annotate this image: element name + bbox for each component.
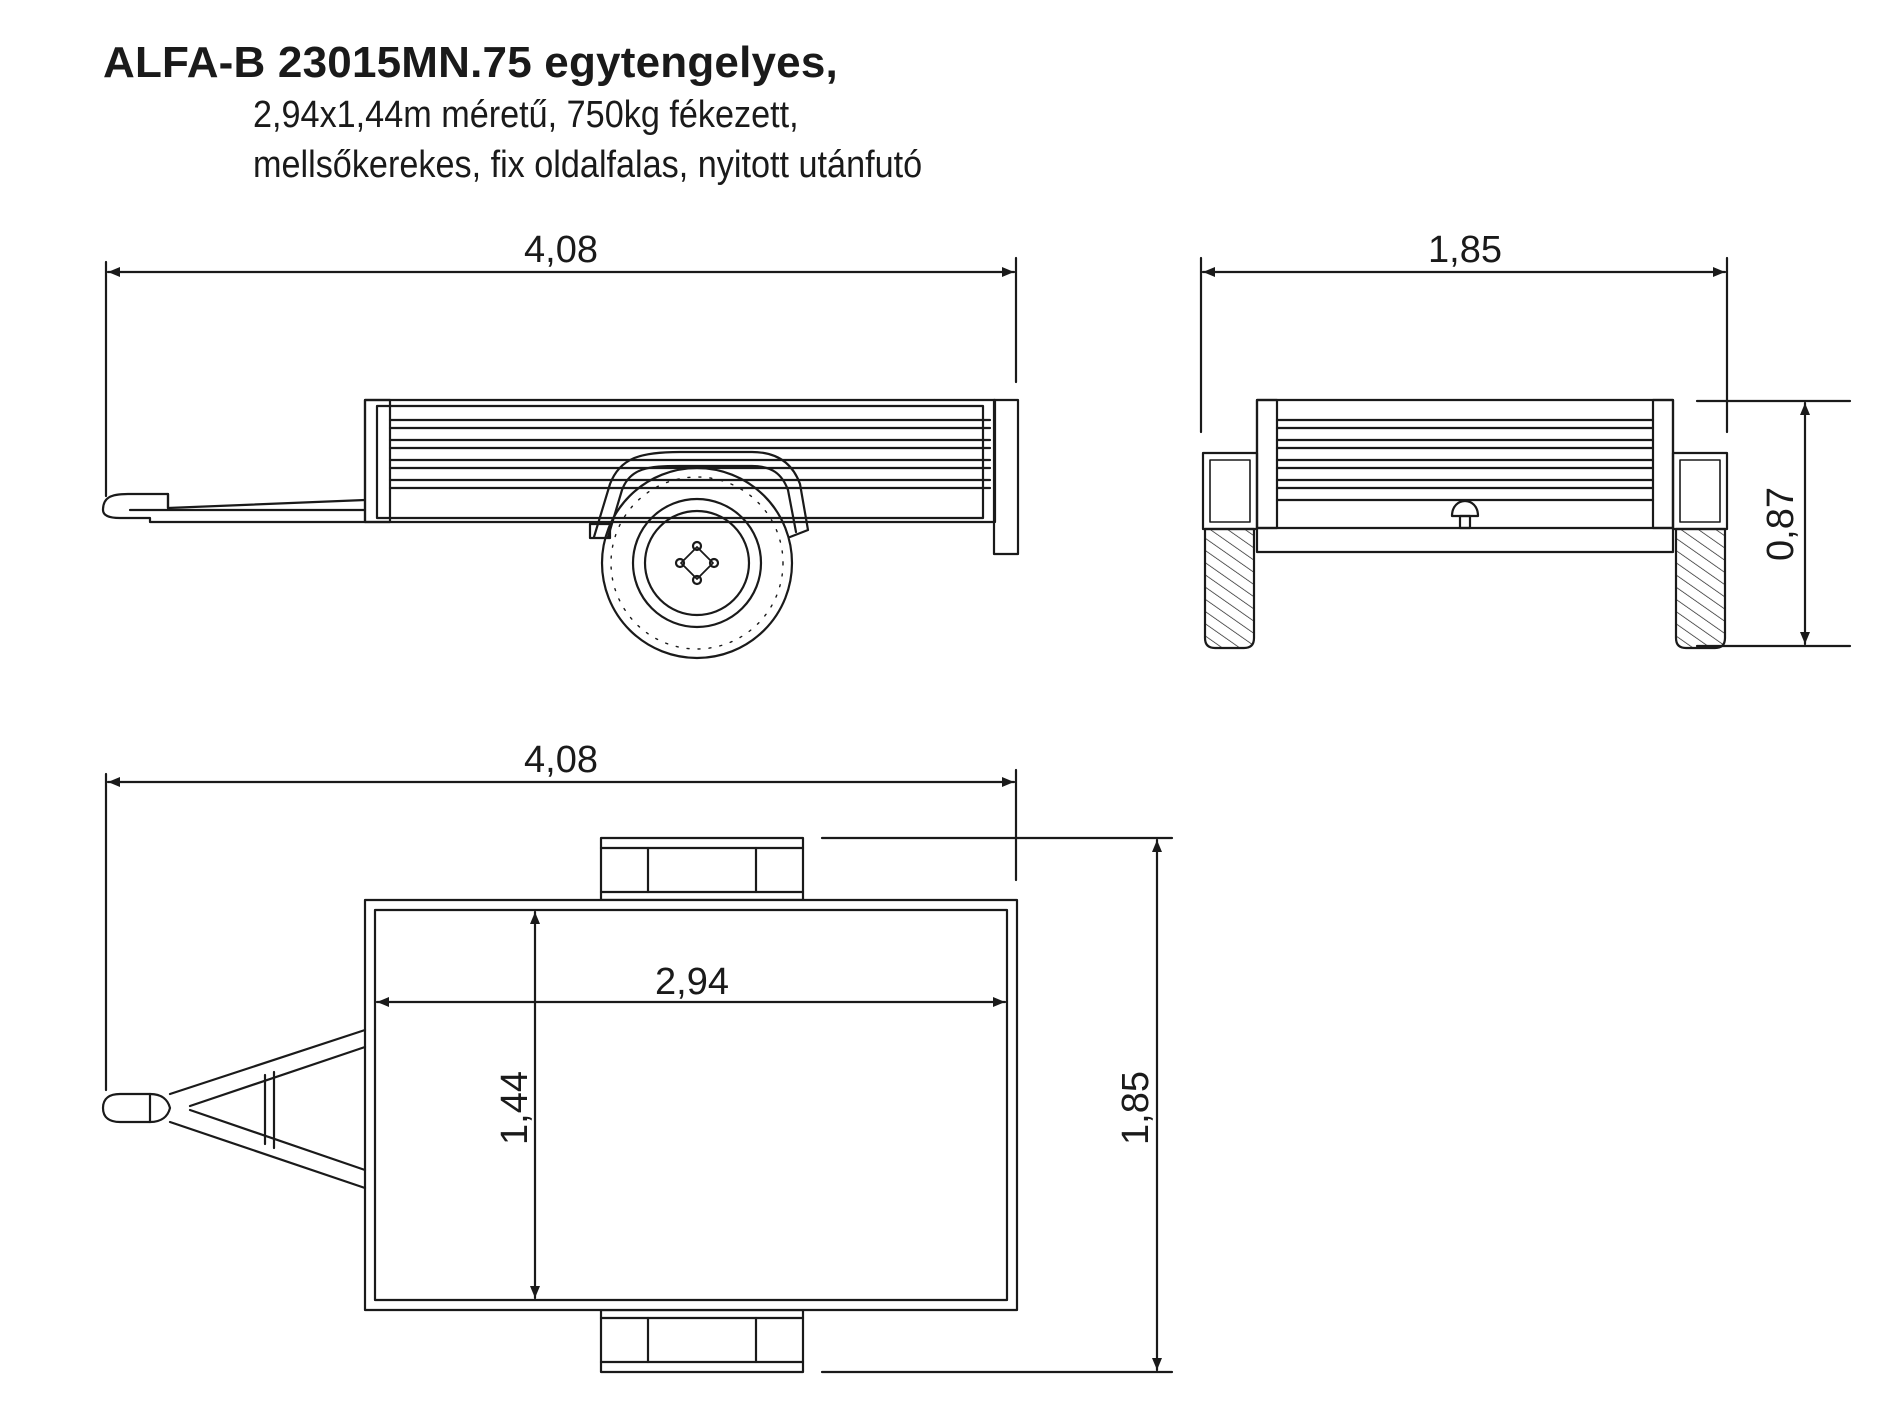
top-length-label: 4,08 bbox=[524, 739, 598, 781]
front-view bbox=[1199, 256, 1852, 650]
side-length-label: 4,08 bbox=[524, 229, 598, 271]
side-fender bbox=[588, 450, 810, 540]
side-wheel bbox=[600, 466, 794, 660]
front-fender-right bbox=[1671, 451, 1729, 531]
top-body bbox=[363, 898, 1019, 1312]
drawing-title: ALFA-B 23015MN.75 egytengelyes, bbox=[103, 38, 838, 87]
front-width-label: 1,85 bbox=[1428, 229, 1502, 271]
front-width-dimension bbox=[1199, 256, 1729, 434]
top-wheel-upper bbox=[599, 836, 805, 902]
front-body bbox=[1255, 398, 1675, 554]
title-block: ALFA-B 23015MN.75 egytengelyes, 2,94x1,4… bbox=[103, 36, 997, 190]
top-wheel-lower bbox=[599, 1308, 805, 1374]
top-view bbox=[101, 768, 1174, 1374]
drawing-subtitle-line-2: mellsőkerekes, fix oldalfalas, nyitott u… bbox=[253, 144, 923, 186]
top-inner-length-label: 2,94 bbox=[655, 961, 729, 1003]
top-overall-width-dimension bbox=[820, 836, 1174, 1374]
side-view bbox=[101, 256, 1020, 660]
top-length-dimension bbox=[104, 768, 1018, 1092]
side-drawbar bbox=[101, 492, 367, 524]
top-overall-width-label: 1,85 bbox=[1115, 1071, 1157, 1145]
top-inner-width-label: 1,44 bbox=[494, 1071, 536, 1145]
side-length-dimension bbox=[104, 256, 1018, 498]
front-height-label: 0,87 bbox=[1760, 487, 1802, 561]
front-fender-left bbox=[1201, 451, 1259, 531]
side-body bbox=[128, 398, 1020, 556]
drawing-subtitle-line-1: 2,94x1,44m méretű, 750kg fékezett, bbox=[253, 94, 799, 136]
top-drawbar bbox=[101, 1028, 367, 1190]
front-wheel-left bbox=[1203, 527, 1256, 650]
front-wheel-right bbox=[1674, 527, 1727, 650]
